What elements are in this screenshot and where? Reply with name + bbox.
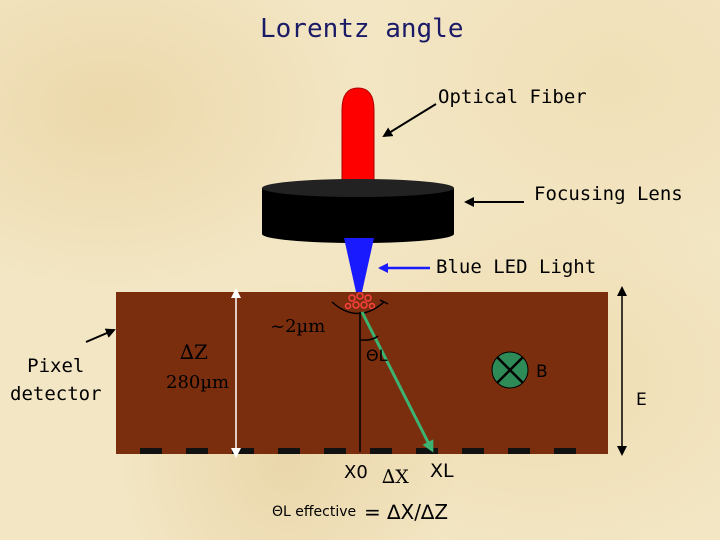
focusing-lens bbox=[262, 179, 454, 243]
spot-size-label: ~2µm bbox=[270, 316, 326, 337]
charge-carriers bbox=[344, 292, 376, 310]
pixel-detector-label-line2: detector bbox=[10, 383, 102, 405]
pixel-detector-label-line1: Pixel bbox=[27, 355, 85, 377]
thickness-label: 280µm bbox=[166, 372, 230, 393]
optical-fiber-pointer bbox=[382, 103, 437, 138]
blue-led-cone bbox=[344, 238, 374, 292]
formula-rhs-label: = ∆X/∆Z bbox=[364, 500, 449, 524]
theta-l-arc bbox=[359, 335, 379, 341]
e-field-label: E bbox=[636, 390, 647, 410]
optical-fiber-label: Optical Fiber bbox=[438, 86, 587, 108]
formula-theta-label: ΘL effective bbox=[272, 504, 357, 520]
spot-size-arc bbox=[331, 301, 385, 315]
delta-x-label: ∆X bbox=[382, 466, 409, 488]
pixel-detector-pointer bbox=[85, 328, 116, 343]
xl-label: XL bbox=[430, 460, 454, 482]
focusing-lens-label: Focusing Lens bbox=[534, 183, 683, 205]
pixel-detector-label: Pixel detector bbox=[10, 352, 102, 408]
x0-label: X0 bbox=[344, 462, 368, 483]
page-title: Lorentz angle bbox=[260, 14, 464, 44]
optical-fiber bbox=[341, 87, 375, 183]
b-field-icon bbox=[491, 351, 529, 389]
drift-path-line bbox=[360, 311, 434, 453]
blue-led-light-label: Blue LED Light bbox=[436, 256, 597, 278]
delta-z-label: ∆Z bbox=[180, 340, 208, 364]
theta-l-label: ΘL bbox=[366, 346, 388, 365]
b-field-label: B bbox=[536, 362, 548, 382]
